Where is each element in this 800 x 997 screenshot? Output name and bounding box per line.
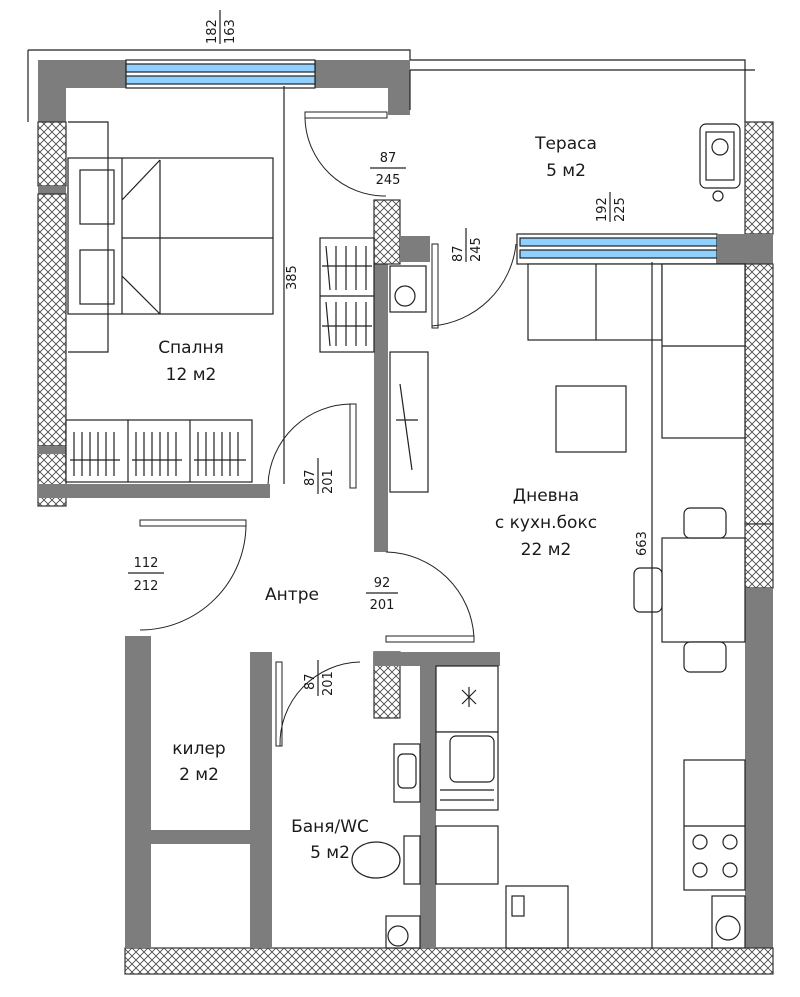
dimension-living-height: 663: [635, 531, 650, 556]
svg-text:225: 225: [613, 197, 628, 222]
dimension-bedroom-door: 87 201: [303, 458, 336, 494]
svg-text:92: 92: [374, 576, 391, 591]
coffee-table: [555, 385, 627, 453]
ac-unit-icon: [699, 123, 741, 202]
dimension-entrance-door: 112 212: [128, 556, 164, 594]
storage-name: килер: [172, 739, 225, 759]
svg-text:87: 87: [451, 245, 466, 262]
dimension-hall-door: 92 201: [366, 576, 398, 613]
doors: [139, 111, 517, 747]
exterior-walls: [27, 49, 774, 975]
dimension-bath-door: 87 201: [303, 660, 336, 696]
bath-area: 5 м2: [310, 843, 350, 863]
bedroom-area: 12 м2: [166, 365, 217, 385]
dimension-bedroom-height: 385: [285, 265, 300, 290]
dimension-top-window: 182 163: [205, 10, 238, 44]
living-name: Дневна: [513, 486, 579, 506]
svg-text:163: 163: [223, 19, 238, 44]
svg-text:192: 192: [595, 197, 610, 222]
bath-name: Баня/WC: [291, 817, 369, 837]
bath-fixtures: [351, 665, 499, 949]
svg-text:245: 245: [376, 173, 401, 188]
svg-text:201: 201: [370, 598, 395, 613]
svg-text:212: 212: [134, 579, 159, 594]
hall-closet: [319, 237, 429, 493]
bedroom-name: Спалня: [158, 338, 224, 358]
svg-text:87: 87: [380, 151, 397, 166]
storage-area: 2 м2: [179, 765, 219, 785]
svg-text:182: 182: [205, 19, 220, 44]
hall-name: Антре: [265, 585, 319, 605]
dimension-living-window: 192 225: [595, 192, 628, 222]
dimension-terrace-door-side: 87 245: [451, 228, 484, 262]
living-window: [519, 237, 718, 247]
svg-text:245: 245: [469, 237, 484, 262]
svg-text:112: 112: [134, 556, 159, 571]
living-area: 22 м2: [521, 540, 572, 560]
terrace-name: Тераса: [534, 134, 597, 154]
stove: [683, 759, 746, 891]
dimension-terrace-door: 87 245: [370, 151, 406, 188]
toilet: [351, 841, 401, 879]
bedroom-window: [125, 63, 316, 73]
svg-text:87: 87: [303, 673, 318, 690]
bedroom-furniture: [65, 86, 285, 484]
svg-text:201: 201: [321, 469, 336, 494]
dining-table: [661, 537, 746, 643]
living-sub: с кухн.бокс: [495, 513, 597, 533]
svg-text:201: 201: [321, 671, 336, 696]
living-furniture: [505, 262, 746, 949]
svg-text:87: 87: [303, 469, 318, 486]
washing-machine: [389, 265, 427, 313]
wardrobe: [65, 419, 253, 483]
terrace-area: 5 м2: [546, 161, 586, 181]
